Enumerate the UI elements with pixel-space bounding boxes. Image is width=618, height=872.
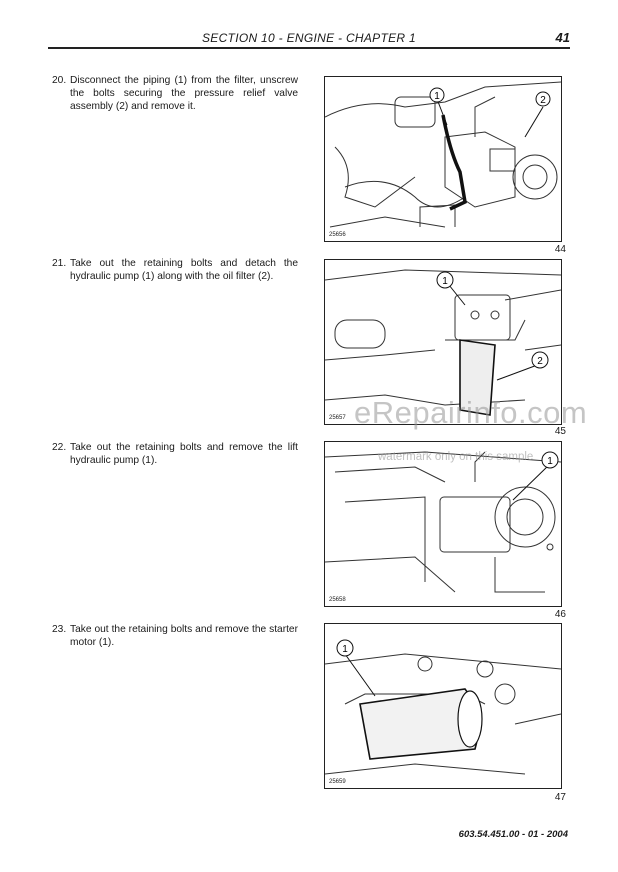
watermark-note: watermark only on this sample [378,451,534,463]
callout-1: 1 [342,644,348,655]
callout-1: 1 [547,456,553,467]
step-20: 20. Disconnect the piping (1) from the f… [52,74,298,113]
engine-filter-piping-drawing: 1 2 [325,81,561,228]
figure-id: 25659 [329,779,346,785]
watermark-logo: eRepairinfo.com [354,395,588,430]
figure-45-illustration: 1 2 25657 [324,259,562,425]
lift-pump-drawing: 1 [325,451,561,593]
figure-id: 25658 [329,597,346,603]
callout-1: 1 [442,276,448,287]
figure-46-illustration: 1 25658 [324,441,562,607]
figure-number: 44 [554,244,566,255]
step-text: Take out the retaining bolts and remove … [70,442,298,466]
callout-2: 2 [537,356,543,367]
figure-number: 47 [554,792,566,803]
step-22: 22. Take out the retaining bolts and rem… [52,441,298,467]
figure-47-illustration: 1 25659 [324,623,562,789]
figure-44-illustration: 1 2 25656 [324,76,562,242]
callout-1: 1 [434,91,440,102]
step-23: 23. Take out the retaining bolts and rem… [52,623,298,649]
page-number: 41 [555,30,570,45]
figure-number: 46 [554,609,566,620]
step-21: 21. Take out the retaining bolts and det… [52,257,298,283]
step-text: Take out the retaining bolts and remove … [70,624,298,648]
callout-2: 2 [540,95,546,106]
figure-number: 45 [554,426,566,437]
starter-motor-drawing: 1 [325,639,561,775]
step-text: Take out the retaining bolts and detach … [70,258,298,282]
document-reference: 603.54.451.00 - 01 - 2004 [458,829,568,840]
step-number: 22. [52,442,67,453]
header-rule [48,47,570,49]
step-number: 20. [52,75,67,86]
hydraulic-pump-drawing: 1 2 [325,269,561,416]
section-title: SECTION 10 - ENGINE - CHAPTER 1 [201,31,416,45]
figure-id: 25656 [329,232,346,238]
figure-id: 25657 [329,415,346,421]
step-text: Disconnect the piping (1) from the filte… [70,75,298,112]
step-number: 21. [52,258,67,269]
step-number: 23. [52,624,67,635]
